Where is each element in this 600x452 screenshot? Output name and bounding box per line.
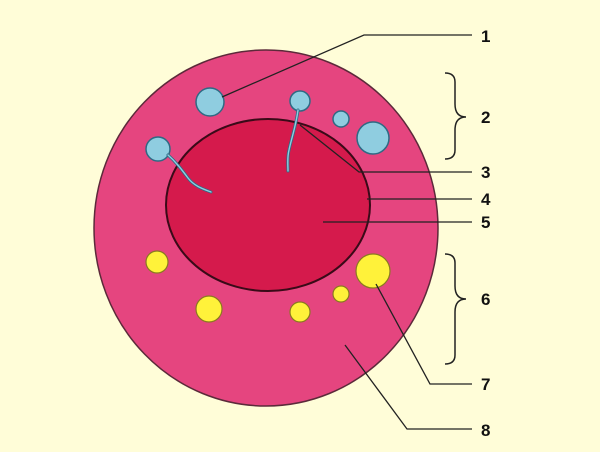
label-2: 2	[481, 108, 490, 127]
bracket-2	[444, 72, 467, 160]
label-1: 1	[481, 27, 490, 46]
blue-stalked-vesicle-left	[145, 136, 171, 162]
yellow-vesicle-left	[145, 250, 169, 274]
blue-stalked-vesicle-top	[289, 90, 311, 112]
inner-cell	[165, 118, 371, 292]
yellow-vesicle-small	[332, 285, 350, 303]
yellow-vesicle-bottom-left	[195, 295, 223, 323]
label-5: 5	[481, 213, 490, 232]
blue-vesicle-small-top-right	[332, 110, 350, 128]
leader-line-8	[344, 344, 472, 430]
leader-line-7	[375, 283, 472, 385]
blue-stalk-top-highlight	[287, 109, 299, 172]
yellow-vesicle-large-right	[355, 253, 391, 289]
bracket-6	[444, 253, 467, 365]
label-4: 4	[481, 190, 491, 209]
label-8: 8	[481, 421, 490, 440]
blue-stalk-left-highlight	[167, 154, 212, 193]
label-3: 3	[481, 163, 490, 182]
blue-vesicle-large-top-left	[195, 87, 225, 117]
label-6: 6	[481, 290, 490, 309]
yellow-vesicle-bottom-middle	[289, 301, 311, 323]
leader-line-1	[221, 34, 472, 98]
label-7: 7	[481, 375, 490, 394]
blue-vesicle-large-right	[356, 121, 390, 155]
leader-line-3	[299, 124, 472, 173]
